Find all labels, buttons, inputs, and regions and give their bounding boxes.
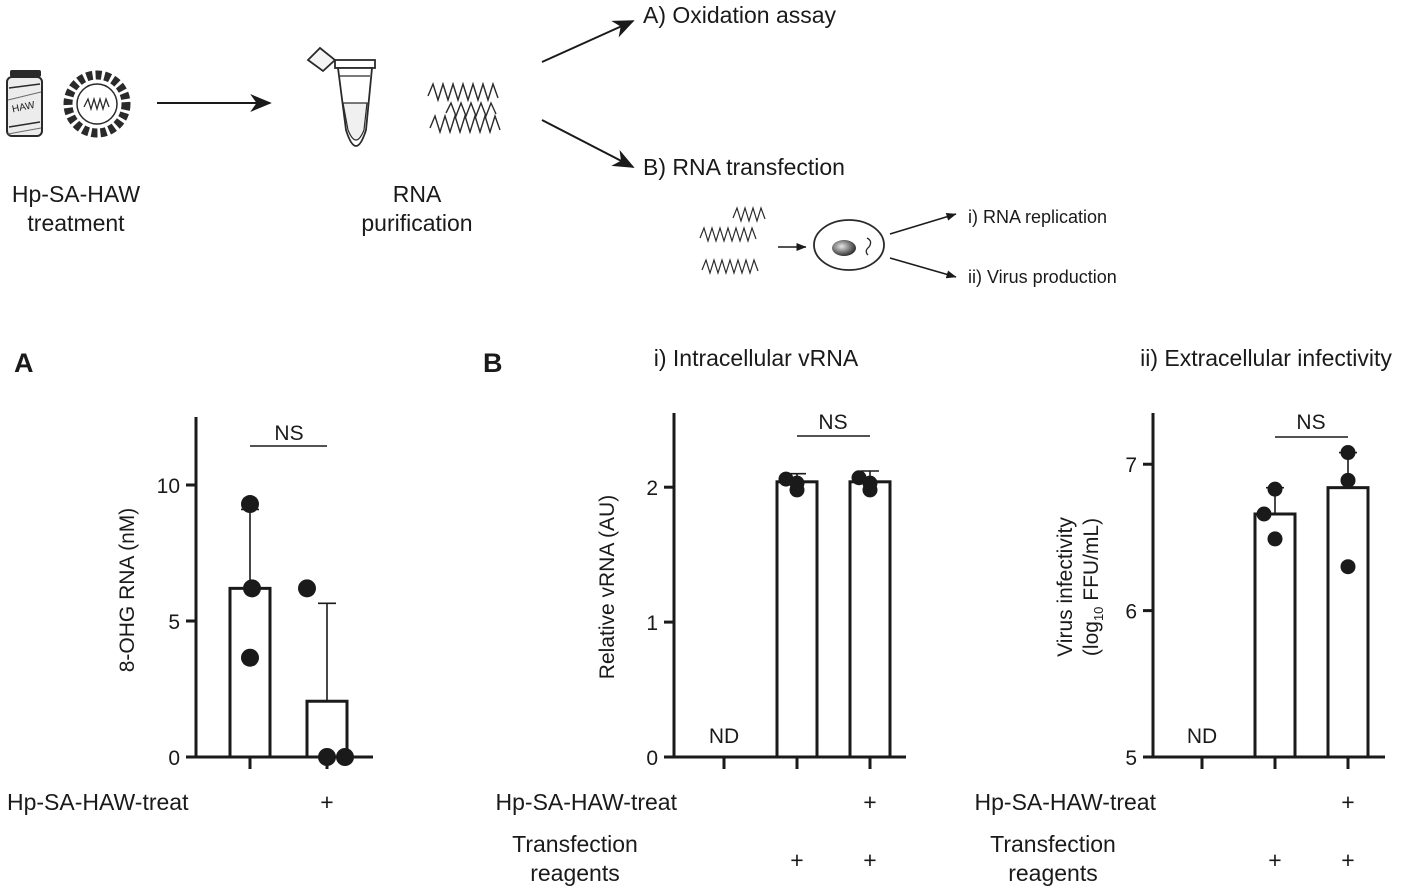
- outcome-rna-replication: i) RNA replication: [968, 207, 1107, 227]
- virus-particle-icon: [63, 70, 131, 138]
- data-point-1-2: [789, 482, 805, 498]
- not-detected-label: ND: [709, 725, 739, 748]
- chart-title: ii) Extracellular infectivity: [1140, 345, 1392, 371]
- y-axis-label-line2: (log10 FFU/mL): [1080, 518, 1106, 656]
- bars: [1253, 486, 1370, 759]
- data-point-1-2: [1267, 531, 1283, 547]
- y-ticks: 5 6 7: [1125, 454, 1153, 770]
- transfection-mark-3: +: [1341, 847, 1354, 873]
- data-point-2-2: [1340, 559, 1356, 575]
- data-point-0-2: [241, 648, 259, 667]
- row-label-reagents: reagents: [530, 860, 620, 886]
- transfection-mark-2: +: [1268, 847, 1281, 873]
- y-tick-label-0: 5: [1125, 747, 1137, 770]
- bar-1: [775, 480, 819, 759]
- data-point-1-1: [1256, 506, 1272, 522]
- y-axis-label-prefix: (log: [1080, 621, 1103, 656]
- data-point-0-1: [243, 579, 261, 598]
- cell-icon: [813, 219, 885, 271]
- data-points: [778, 470, 878, 498]
- bottle-icon: HAW: [6, 70, 43, 137]
- panel-b-i: B i) Intracellular vRNA Relative vRNA (A…: [483, 345, 906, 886]
- y-axis-label: 8-OHG RNA (nM): [116, 508, 139, 673]
- outcome-virus-production: ii) Virus production: [968, 267, 1117, 287]
- workflow-schematic: HAW Hp-SA-HAW treatment RNA purification: [6, 2, 1117, 287]
- data-point-0-0: [241, 495, 259, 514]
- transfection-mark-3: +: [863, 847, 876, 873]
- y-axis-label-line1: Virus infectivity: [1054, 517, 1077, 657]
- branch-b-label: B) RNA transfection: [643, 154, 845, 180]
- step1-label-line1: Hp-SA-HAW: [12, 181, 140, 207]
- data-point-1-0: [298, 579, 316, 598]
- x-ticks: [1200, 757, 1350, 769]
- rna-strands-icon: [427, 81, 501, 135]
- branch-a-label: A) Oxidation assay: [643, 2, 837, 28]
- y-axis-label-suffix: FFU/mL): [1080, 518, 1103, 607]
- row-label-reagents: reagents: [1008, 860, 1098, 886]
- transfection-mark-2: +: [790, 847, 803, 873]
- treat-mark-3: +: [863, 789, 876, 815]
- arrow-to-virus-production: [889, 257, 957, 279]
- y-tick-label-2: 7: [1125, 454, 1137, 477]
- y-tick-label-0: 0: [168, 747, 180, 770]
- data-point-1-1: [318, 748, 336, 766]
- y-ticks: 0 5 10: [157, 475, 196, 770]
- arrow-to-rna-replication: [889, 212, 957, 235]
- arrow-to-oxidation-assay: [541, 20, 635, 63]
- row-label-treat: Hp-SA-HAW-treat: [975, 789, 1157, 815]
- bar-0: [228, 586, 272, 759]
- step2-label-line1: RNA: [393, 181, 442, 207]
- data-point-2-0: [1340, 445, 1356, 461]
- step1-label-line2: treatment: [27, 210, 125, 236]
- x-ticks: [248, 757, 329, 769]
- treat-mark-2: +: [320, 789, 333, 815]
- bars: [775, 480, 892, 759]
- not-detected-label: ND: [1187, 725, 1217, 748]
- y-tick-label-0: 0: [646, 747, 658, 770]
- row-label-transfection: Transfection: [512, 831, 638, 857]
- bar-2: [1326, 486, 1370, 759]
- step2-label-line2: purification: [361, 210, 472, 236]
- y-tick-label-1: 6: [1125, 601, 1137, 624]
- y-tick-label-1: 5: [168, 611, 180, 634]
- y-tick-label-2: 2: [646, 477, 658, 500]
- bar-1: [1253, 512, 1297, 759]
- panel-letter-b: B: [483, 348, 503, 378]
- y-tick-label-2: 10: [157, 475, 180, 498]
- treat-mark-3: +: [1341, 789, 1354, 815]
- bottle-label: HAW: [11, 100, 36, 116]
- row-label-treat: Hp-SA-HAW-treat: [496, 789, 678, 815]
- y-axis-label-subscript: 10: [1091, 607, 1106, 621]
- panel-b-ii: ii) Extracellular infectivity Virus infe…: [975, 345, 1393, 886]
- data-point-1-0: [1267, 481, 1283, 497]
- data-point-2-2: [862, 482, 878, 498]
- bar-2: [848, 480, 892, 759]
- x-ticks: [722, 757, 872, 769]
- y-tick-label-1: 1: [646, 612, 658, 635]
- row-label-transfection: Transfection: [990, 831, 1116, 857]
- significance-label: NS: [818, 411, 847, 434]
- data-points: [1256, 445, 1356, 575]
- significance-label: NS: [1296, 411, 1325, 434]
- panel-a: A 8-OHG RNA (nM) 0 5 10 NS Hp-SA-HAW-treat…: [7, 348, 373, 815]
- data-points: [241, 495, 354, 766]
- y-ticks: 0 1 2: [646, 477, 674, 770]
- transfected-rna-icon: [699, 205, 766, 276]
- chart-title: i) Intracellular vRNA: [654, 345, 859, 371]
- panel-letter-a: A: [14, 348, 34, 378]
- tube-icon: [306, 46, 376, 147]
- arrow-to-rna-transfection: [541, 119, 635, 168]
- data-point-2-1: [1340, 472, 1356, 488]
- bars: [228, 586, 349, 759]
- y-axis-label: Relative vRNA (AU): [596, 495, 619, 679]
- row-label-treat: Hp-SA-HAW-treat: [7, 789, 189, 815]
- significance-label: NS: [274, 422, 303, 445]
- data-point-1-2: [336, 748, 354, 766]
